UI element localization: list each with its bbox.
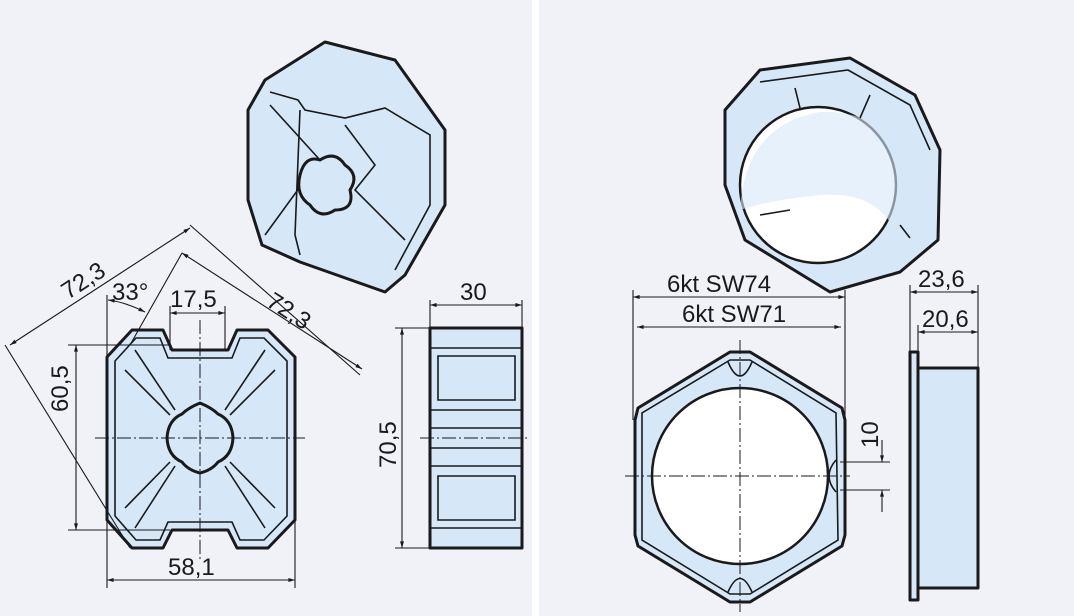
octagon-adapter-side-view: 30 70,5 (375, 279, 530, 550)
dim-height-inner: 60,5 (47, 365, 74, 412)
dim-side-outer: 23,6 (918, 266, 965, 293)
hex-ring-front-view: 6kt SW74 6kt SW71 10 (625, 271, 890, 612)
octagon-adapter-front-view: 72,3 72,3 33° 17,5 60,5 58,1 (4, 224, 363, 588)
dim-notch: 10 (857, 421, 884, 448)
dim-side-height: 70,5 (375, 421, 402, 468)
dim-hex-outer: 6kt SW74 (667, 271, 771, 298)
dim-hex-inner: 6kt SW71 (682, 301, 786, 328)
dim-slot-width: 17,5 (170, 286, 217, 313)
dim-width: 58,1 (168, 554, 215, 581)
octagon-adapter-isometric (246, 40, 447, 294)
dim-side-inner: 20,6 (922, 306, 969, 333)
hex-ring-side-view: 23,6 20,6 (908, 266, 980, 602)
dim-angle: 33° (112, 279, 148, 306)
dim-side-width: 30 (460, 279, 487, 306)
hex-ring-isometric (723, 56, 942, 294)
